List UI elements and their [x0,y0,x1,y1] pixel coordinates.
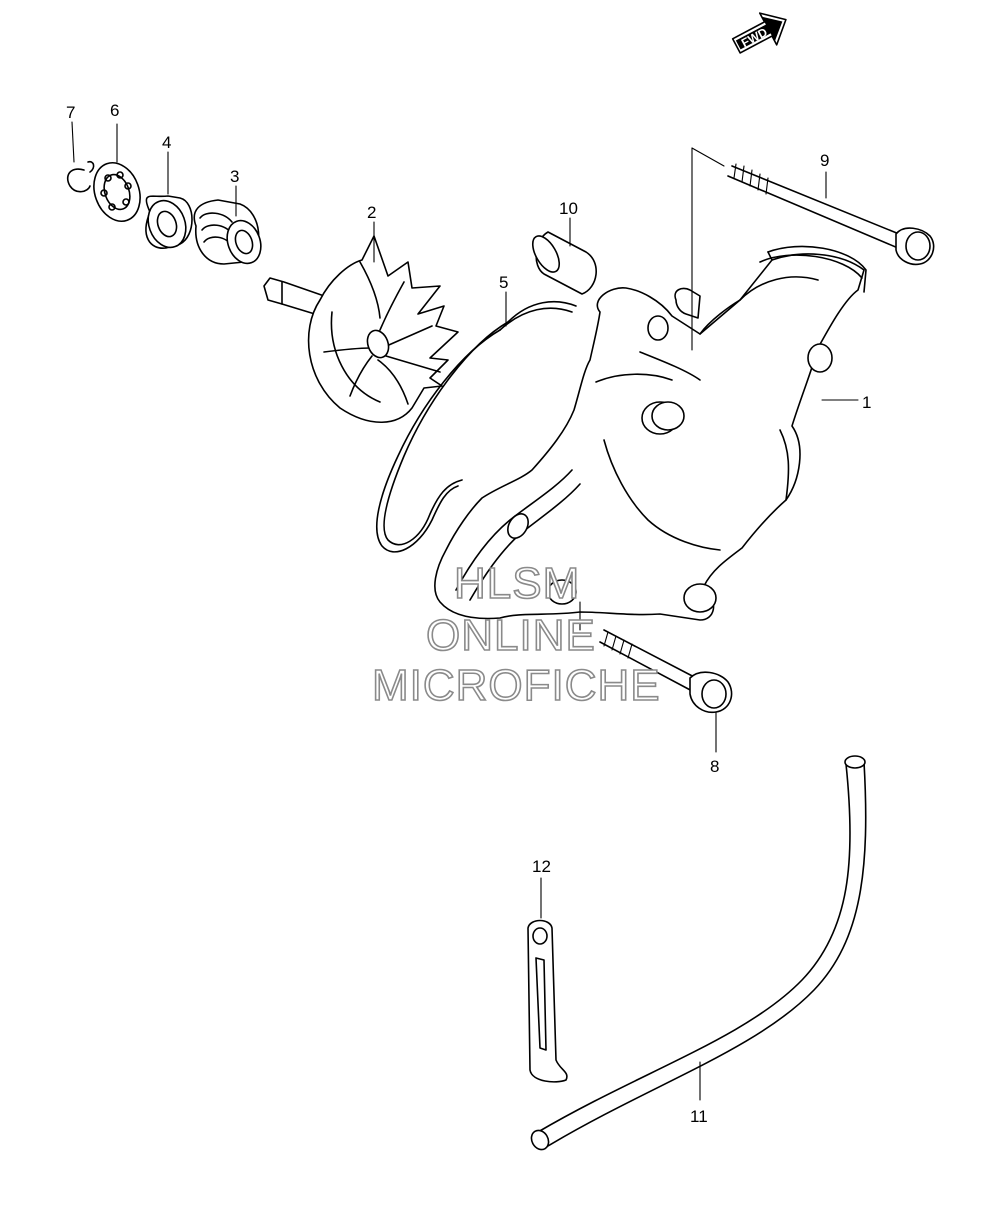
callout-12: 12 [532,857,551,876]
callout-7: 7 [66,103,75,122]
watermark-line-2: ONLINE [426,611,596,660]
callout-3: 3 [230,167,239,186]
part-10-dowel-pin [531,217,597,295]
part-12-clamp [527,877,568,1083]
part-8-bolt [579,601,733,753]
callout-2: 2 [367,203,376,222]
part-2-impeller [263,221,459,424]
callout-5: 5 [499,273,508,292]
part-4-oil-seal [145,151,193,249]
part-9-bolt [691,147,935,351]
callout-10: 10 [559,199,578,218]
watermark-line-3: MICROFICHE [372,661,661,710]
part-5-o-ring [375,291,577,553]
watermark-line-1: HLSM [454,559,580,608]
part-1-pump-case [434,245,867,621]
watermark: HLSM ONLINE MICROFICHE [371,558,661,711]
part-3-mechanical-seal [193,185,262,265]
fwd-arrow-icon: FWD [731,12,787,54]
part-6-bearing [93,123,141,222]
callout-8: 8 [710,757,719,776]
callout-4: 4 [162,133,171,152]
callout-9: 9 [820,151,829,170]
part-7-circlip [66,121,95,193]
callout-6: 6 [110,101,119,120]
callout-11: 11 [690,1107,708,1126]
part-11-hose [530,755,867,1151]
callout-1: 1 [862,393,871,412]
